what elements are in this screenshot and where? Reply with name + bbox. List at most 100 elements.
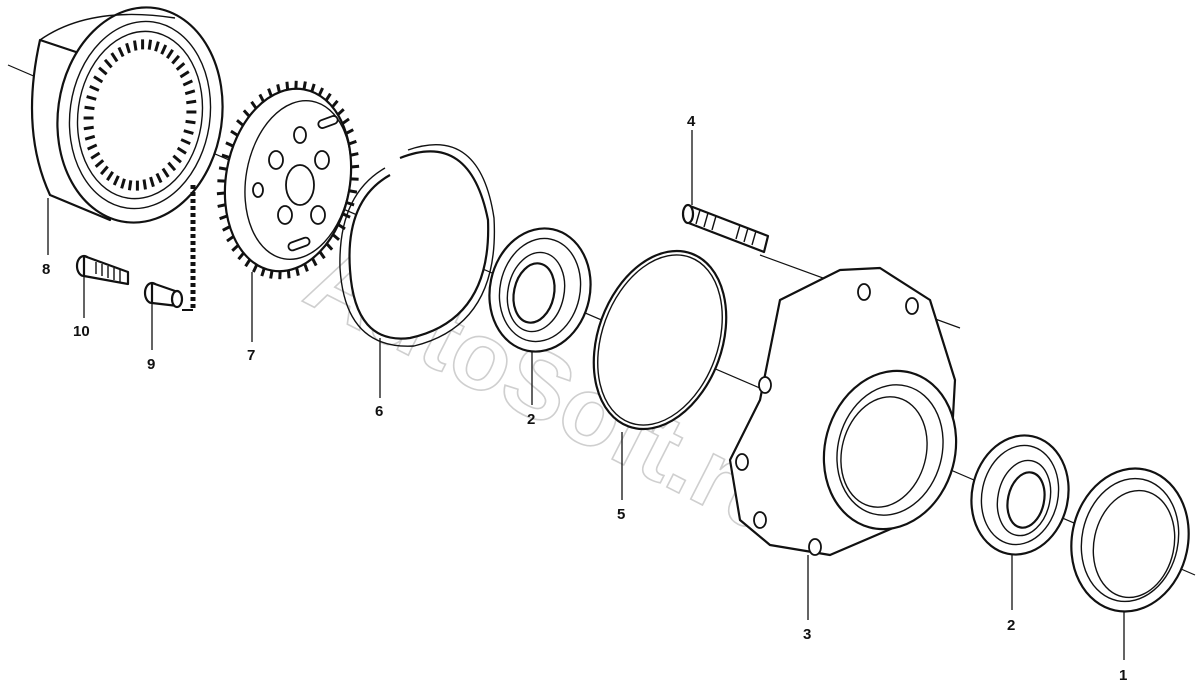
carrier-gear-tooth [222,225,231,232]
ring-gear-tooth [182,79,193,87]
callout-4: 4 [687,113,696,130]
ring-gear-tooth [184,89,196,96]
wheel-hub [728,266,958,557]
ring-gear-tooth [106,170,114,182]
ring-gear-tooth [89,84,100,92]
bushing [143,281,184,309]
carrier-gear-tooth [226,235,235,243]
ring-gear-tooth [98,66,108,76]
carrier-gear-tooth [348,189,358,194]
carrier-gear-tooth [225,141,234,148]
ring-gear-tooth [112,175,120,186]
ring-gear [30,6,224,224]
carrier-gear-tooth [230,129,239,137]
ring-gear-tooth [93,75,104,84]
carrier-gear-tooth [302,81,307,90]
carrier-gear-tooth [310,83,316,93]
ring-gear-tooth [172,154,182,164]
ring-gear-tooth [84,134,96,141]
carrier-gear-tooth [269,270,274,279]
ring-gear-tooth [175,62,186,71]
carrier-gear-tooth [276,84,281,93]
carrier-gear-tooth [303,263,309,272]
ring-gear-tooth [84,105,95,111]
carrier-gear-tooth [286,270,291,279]
ring-gear-tooth [83,125,94,131]
o-ring [592,249,728,431]
bearing-right [970,434,1070,556]
carrier-gear-tooth [318,250,326,260]
carrier-gear-tooth [252,264,259,273]
ring-gear-tooth [180,138,191,146]
ring-gear-tooth [99,165,109,176]
carrier-gear-tooth [336,108,345,116]
carrier-gear-tooth [331,99,339,108]
leader-lines [47,130,1125,660]
ring-gear-tooth [87,143,98,151]
ring-gear-tooth [167,161,177,172]
ring-gear-tooth [90,151,101,160]
ring-gear-tooth [94,159,105,168]
carrier-gear-tooth [218,166,228,171]
callouts: 8 10 9 7 6 2 4 5 3 2 1 [42,113,1127,684]
carrier-gear-tooth [345,201,355,207]
ring-gear-tooth [110,52,119,63]
bearing-left [488,227,592,353]
carrier-gear-tooth [345,128,354,135]
carrier-gear-tooth [350,164,360,169]
shaft-seal [1070,467,1190,613]
ring-gear-tooth [154,41,160,52]
ring-gear-tooth [183,129,194,135]
ring-gear-tooth [160,44,168,55]
ring-gear-tooth [125,42,131,54]
ring-gear-tooth [185,119,196,125]
carrier-gear-tooth [331,233,340,241]
carrier-gear-tooth [219,214,228,221]
planet-carrier [216,80,360,280]
carrier-gear-tooth [242,109,251,118]
ring-gear-tooth [179,70,190,79]
carrier-gear-tooth [295,267,300,276]
carrier-gear-tooth [267,88,273,97]
carrier-gear-tooth [350,152,359,157]
ring-gear-tooth [142,179,147,190]
carrier-gear-tooth [250,100,258,110]
dashed-bracket [182,185,196,311]
carrier-gear-tooth [244,258,252,268]
ring-gear-tooth [186,99,197,105]
callout-8: 8 [42,261,50,278]
ring-gear-tooth [166,48,174,60]
ring-gear-tooth [127,180,133,191]
callout-5: 5 [617,506,625,523]
callout-2a: 2 [527,411,535,428]
carrier-gear-tooth [311,257,318,267]
carrier-gear-tooth [221,153,231,159]
snap-ring [339,144,496,347]
ring-gear-tooth [133,40,138,51]
ring-gear-tooth [161,167,170,178]
stud [681,203,770,254]
callout-3: 3 [803,626,811,643]
callout-9: 9 [147,356,155,373]
callout-1: 1 [1119,667,1127,684]
ring-gear-tooth [147,39,153,50]
ring-gear-tooth [103,58,113,69]
carrier-gear-tooth [258,93,265,103]
bolt [75,254,130,286]
carrier-gear-tooth [341,117,350,125]
carrier-gear-tooth [217,203,226,208]
ring-gear-tooth [171,54,181,65]
callout-2b: 2 [1007,617,1015,634]
ring-gear-tooth [117,46,125,58]
carrier-gear-tooth [216,191,226,196]
ring-gear-tooth [86,95,97,101]
callout-6: 6 [375,403,383,420]
callout-7: 7 [247,347,255,364]
ring-gear-tooth [149,176,155,188]
ring-gear-tooth [120,178,126,189]
carrier-gear-tooth [325,242,334,251]
carrier-gear-tooth [348,139,357,146]
callout-10: 10 [73,323,90,340]
ring-gear-tooth [176,146,187,155]
